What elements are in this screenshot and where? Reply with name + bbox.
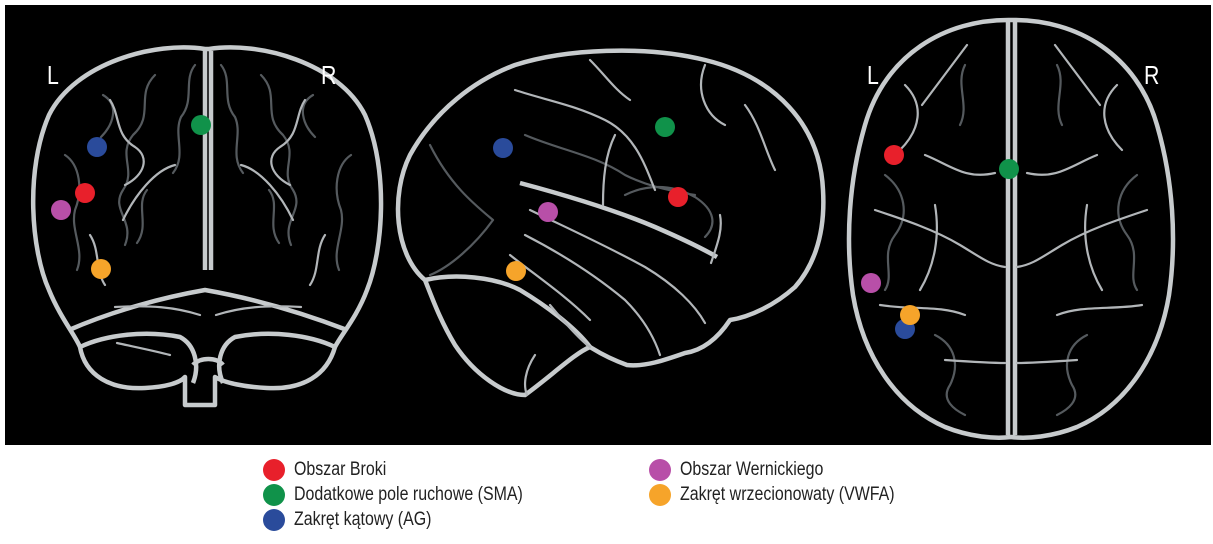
coronal-point-wernicke bbox=[51, 200, 71, 220]
coronal-point-ag bbox=[87, 137, 107, 157]
coronal-right-label: R bbox=[321, 60, 336, 91]
sagittal-view bbox=[398, 51, 823, 395]
coronal-left-label: L bbox=[47, 60, 59, 91]
brain-views bbox=[5, 5, 1211, 445]
sagittal-surface-sulci bbox=[510, 60, 775, 395]
legend-item-wernicke: Obszar Wernickiego bbox=[649, 458, 851, 482]
legend-item-vwfa: Zakręt wrzecionowaty (VWFA) bbox=[649, 483, 936, 507]
legend-label-ag: Zakręt kątowy (AG) bbox=[294, 509, 431, 531]
legend-label-vwfa: Zakręt wrzecionowaty (VWFA) bbox=[680, 484, 895, 506]
coronal-point-broca bbox=[75, 183, 95, 203]
sagittal-point-sma bbox=[655, 117, 675, 137]
sagittal-point-wernicke bbox=[538, 202, 558, 222]
legend-dot-broca bbox=[263, 459, 285, 481]
axial-point-vwfa bbox=[900, 305, 920, 325]
legend: Obszar Broki Dodatkowe pole ruchowe (SMA… bbox=[263, 458, 1023, 542]
axial-point-broca bbox=[884, 145, 904, 165]
axial-left-label: L bbox=[867, 60, 879, 91]
axial-point-wernicke bbox=[861, 273, 881, 293]
coronal-cerebellum-line bbox=[69, 290, 347, 330]
coronal-point-sma bbox=[191, 115, 211, 135]
coronal-cerebellum-lobes bbox=[80, 334, 335, 383]
sagittal-point-ag bbox=[493, 138, 513, 158]
sagittal-outline bbox=[398, 51, 823, 395]
legend-item-ag: Zakręt kątowy (AG) bbox=[263, 508, 458, 532]
legend-dot-vwfa bbox=[649, 484, 671, 506]
sagittal-point-vwfa bbox=[506, 261, 526, 281]
coronal-midline bbox=[205, 51, 211, 270]
legend-label-wernicke: Obszar Wernickiego bbox=[680, 459, 823, 481]
legend-dot-ag bbox=[263, 509, 285, 531]
legend-item-sma: Dodatkowe pole ruchowe (SMA) bbox=[263, 483, 566, 507]
axial-deep-folds bbox=[885, 65, 1137, 415]
brain-figure: L R L R bbox=[5, 5, 1211, 445]
legend-dot-sma bbox=[263, 484, 285, 506]
sagittal-point-broca bbox=[668, 187, 688, 207]
legend-label-broca: Obszar Broki bbox=[294, 459, 386, 481]
legend-label-sma: Dodatkowe pole ruchowe (SMA) bbox=[294, 484, 523, 506]
axial-right-label: R bbox=[1144, 60, 1159, 91]
legend-item-broca: Obszar Broki bbox=[263, 458, 404, 482]
axial-point-sma bbox=[999, 159, 1019, 179]
coronal-view bbox=[33, 47, 381, 405]
coronal-inner-folds bbox=[65, 65, 351, 270]
axial-view bbox=[849, 20, 1173, 438]
sagittal-deep-folds bbox=[430, 135, 712, 275]
coronal-point-vwfa bbox=[91, 259, 111, 279]
legend-dot-wernicke bbox=[649, 459, 671, 481]
axial-outline bbox=[849, 20, 1173, 438]
axial-midline bbox=[1008, 22, 1015, 435]
